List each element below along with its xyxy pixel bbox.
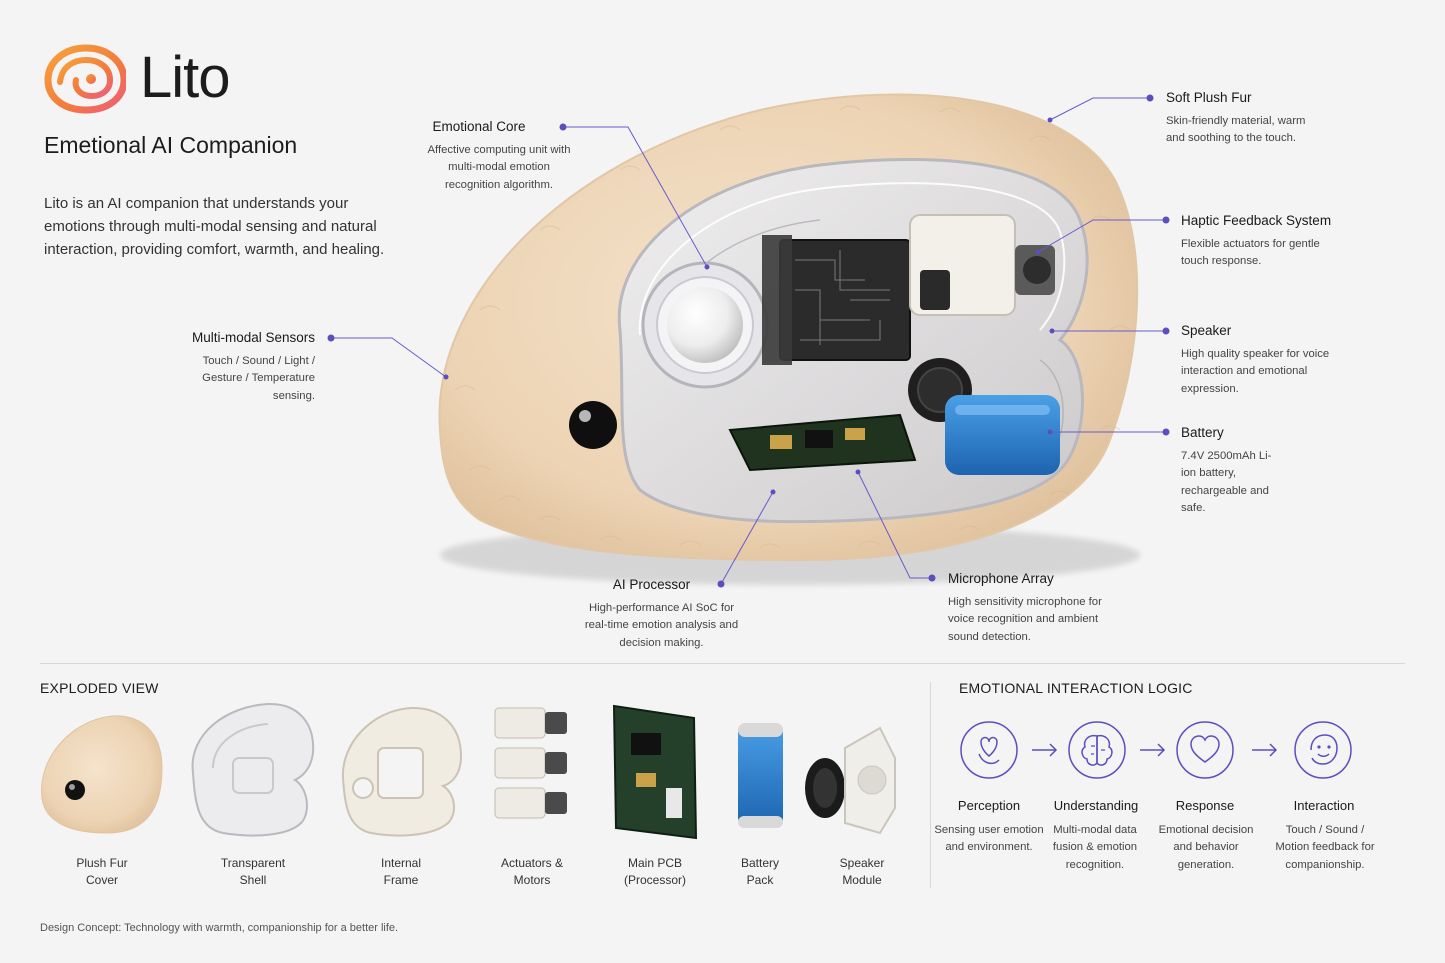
callout-microphone: Microphone Array High sensitivity microp… <box>948 571 1103 646</box>
callout-desc: Affective computing unit with multi-moda… <box>427 144 571 191</box>
exploded-view-title: EXPLODED VIEW <box>40 680 159 696</box>
step-title-interaction: Interaction <box>1293 798 1355 813</box>
step-desc-perception: Sensing user emotion and environment. <box>934 824 1044 854</box>
callout-title: Multi-modal Sensors <box>191 330 315 345</box>
callout-desc: High-performance AI SoC for real-time em… <box>584 602 739 649</box>
step-desc-response: Emotional decision and behavior generati… <box>1158 824 1254 871</box>
callout-desc: Skin-friendly material, warm and soothin… <box>1166 115 1306 145</box>
footer-note: Design Concept: Technology with warmth, … <box>40 922 399 934</box>
callout-battery: Battery 7.4V 2500mAh Li-ion battery, rec… <box>1181 425 1286 517</box>
sensor-pcb <box>779 239 911 361</box>
callout-title: Emotional Core <box>432 119 526 134</box>
arrow-right-icon <box>1140 743 1166 757</box>
part-label-pcb: Main PCB(Processor) <box>623 856 686 887</box>
callout-title: AI Processor <box>612 577 691 592</box>
callout-title: Battery <box>1181 425 1224 440</box>
callout-desc: Touch / Sound / Light / Gesture / Temper… <box>202 355 315 402</box>
lito-logo-icon <box>44 44 126 114</box>
part-plush-fur-cover <box>37 698 167 848</box>
column-divider <box>930 682 931 888</box>
part-main-pcb <box>606 698 736 848</box>
step-title-understanding: Understanding <box>1053 798 1139 813</box>
callout-desc: 7.4V 2500mAh Li-ion battery, rechargeabl… <box>1181 450 1272 514</box>
callout-desc: High sensitivity microphone for voice re… <box>948 596 1102 643</box>
part-label-actuators: Actuators &Motors <box>500 856 564 887</box>
callout-desc: High quality speaker for voice interacti… <box>1181 348 1330 395</box>
part-actuators-motors <box>485 698 615 848</box>
part-transparent-shell <box>183 698 315 848</box>
part-battery-pack <box>733 698 863 848</box>
callout-haptic: Haptic Feedback System Flexible actuator… <box>1181 213 1331 271</box>
arrow-right-icon <box>1032 743 1058 757</box>
brand-name: Lito <box>140 45 231 110</box>
heart-icon <box>1176 721 1234 779</box>
part-speaker-module <box>800 698 930 848</box>
callout-title: Speaker <box>1181 323 1232 338</box>
step-title-perception: Perception <box>957 798 1021 813</box>
part-internal-frame <box>333 698 463 848</box>
arrow-right-icon <box>1252 743 1278 757</box>
intro-text: Lito is an AI companion that understands… <box>44 195 385 258</box>
tagline: Emetional AI Companion <box>44 132 298 158</box>
callout-desc: Flexible actuators for gentle touch resp… <box>1181 238 1320 268</box>
callout-title: Haptic Feedback System <box>1181 213 1332 228</box>
callout-title: Soft Plush Fur <box>1166 90 1252 105</box>
lito-cutaway-illustration <box>327 93 1170 588</box>
section-divider <box>40 663 1405 664</box>
callout-sensors: Multi-modal Sensors Touch / Sound / Ligh… <box>170 330 315 405</box>
eye <box>569 401 617 449</box>
callout-emotional-core: Emotional Core Affective computing unit … <box>420 119 578 194</box>
emotional-core-pearl <box>667 287 743 363</box>
callout-title: Microphone Array <box>948 571 1054 586</box>
callout-processor: AI Processor High-performance AI SoC for… <box>580 577 743 652</box>
smile-face-icon <box>1294 721 1352 779</box>
callout-speaker: Speaker High quality speaker for voice i… <box>1181 323 1331 398</box>
heart-hand-icon <box>960 721 1018 779</box>
step-title-response: Response <box>1175 798 1235 813</box>
step-desc-interaction: Touch / Sound / Motion feedback for comp… <box>1275 824 1375 871</box>
logic-title: EMOTIONAL INTERACTION LOGIC <box>959 680 1193 696</box>
brain-icon <box>1068 721 1126 779</box>
step-desc-understanding: Multi-modal data fusion & emotion recogn… <box>1052 824 1138 871</box>
callout-fur: Soft Plush Fur Skin-friendly material, w… <box>1166 90 1306 148</box>
